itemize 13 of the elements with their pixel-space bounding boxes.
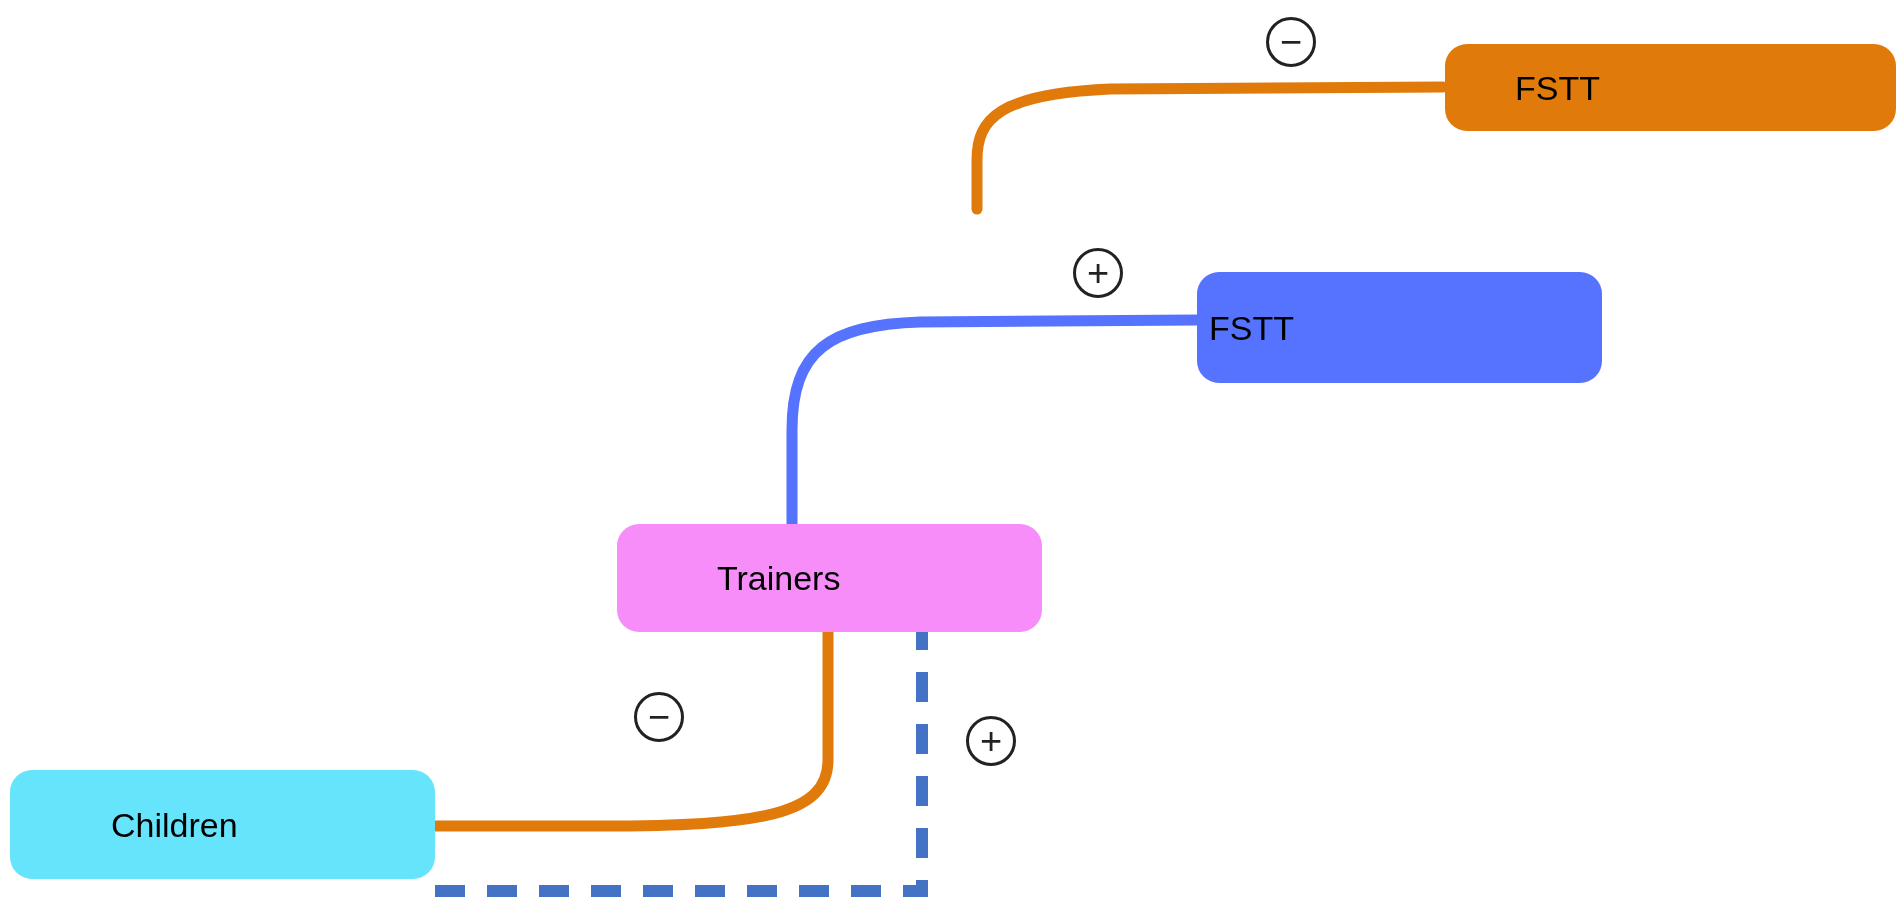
circled-sign: +	[966, 716, 1016, 766]
circled-sign: −	[1266, 17, 1316, 67]
node-label: Trainers	[717, 561, 841, 595]
rounded-box	[1197, 272, 1602, 383]
rounded-box	[10, 770, 435, 879]
rounded-box	[1445, 44, 1896, 131]
circled-sign: +	[1073, 248, 1123, 298]
node-label: Children	[111, 807, 238, 842]
node-label: FSTT	[1515, 70, 1600, 105]
dashed-connector	[435, 632, 928, 897]
circled-sign: −	[634, 692, 684, 742]
node-label: FSTT	[1209, 310, 1294, 345]
rounded-box	[617, 524, 1042, 632]
